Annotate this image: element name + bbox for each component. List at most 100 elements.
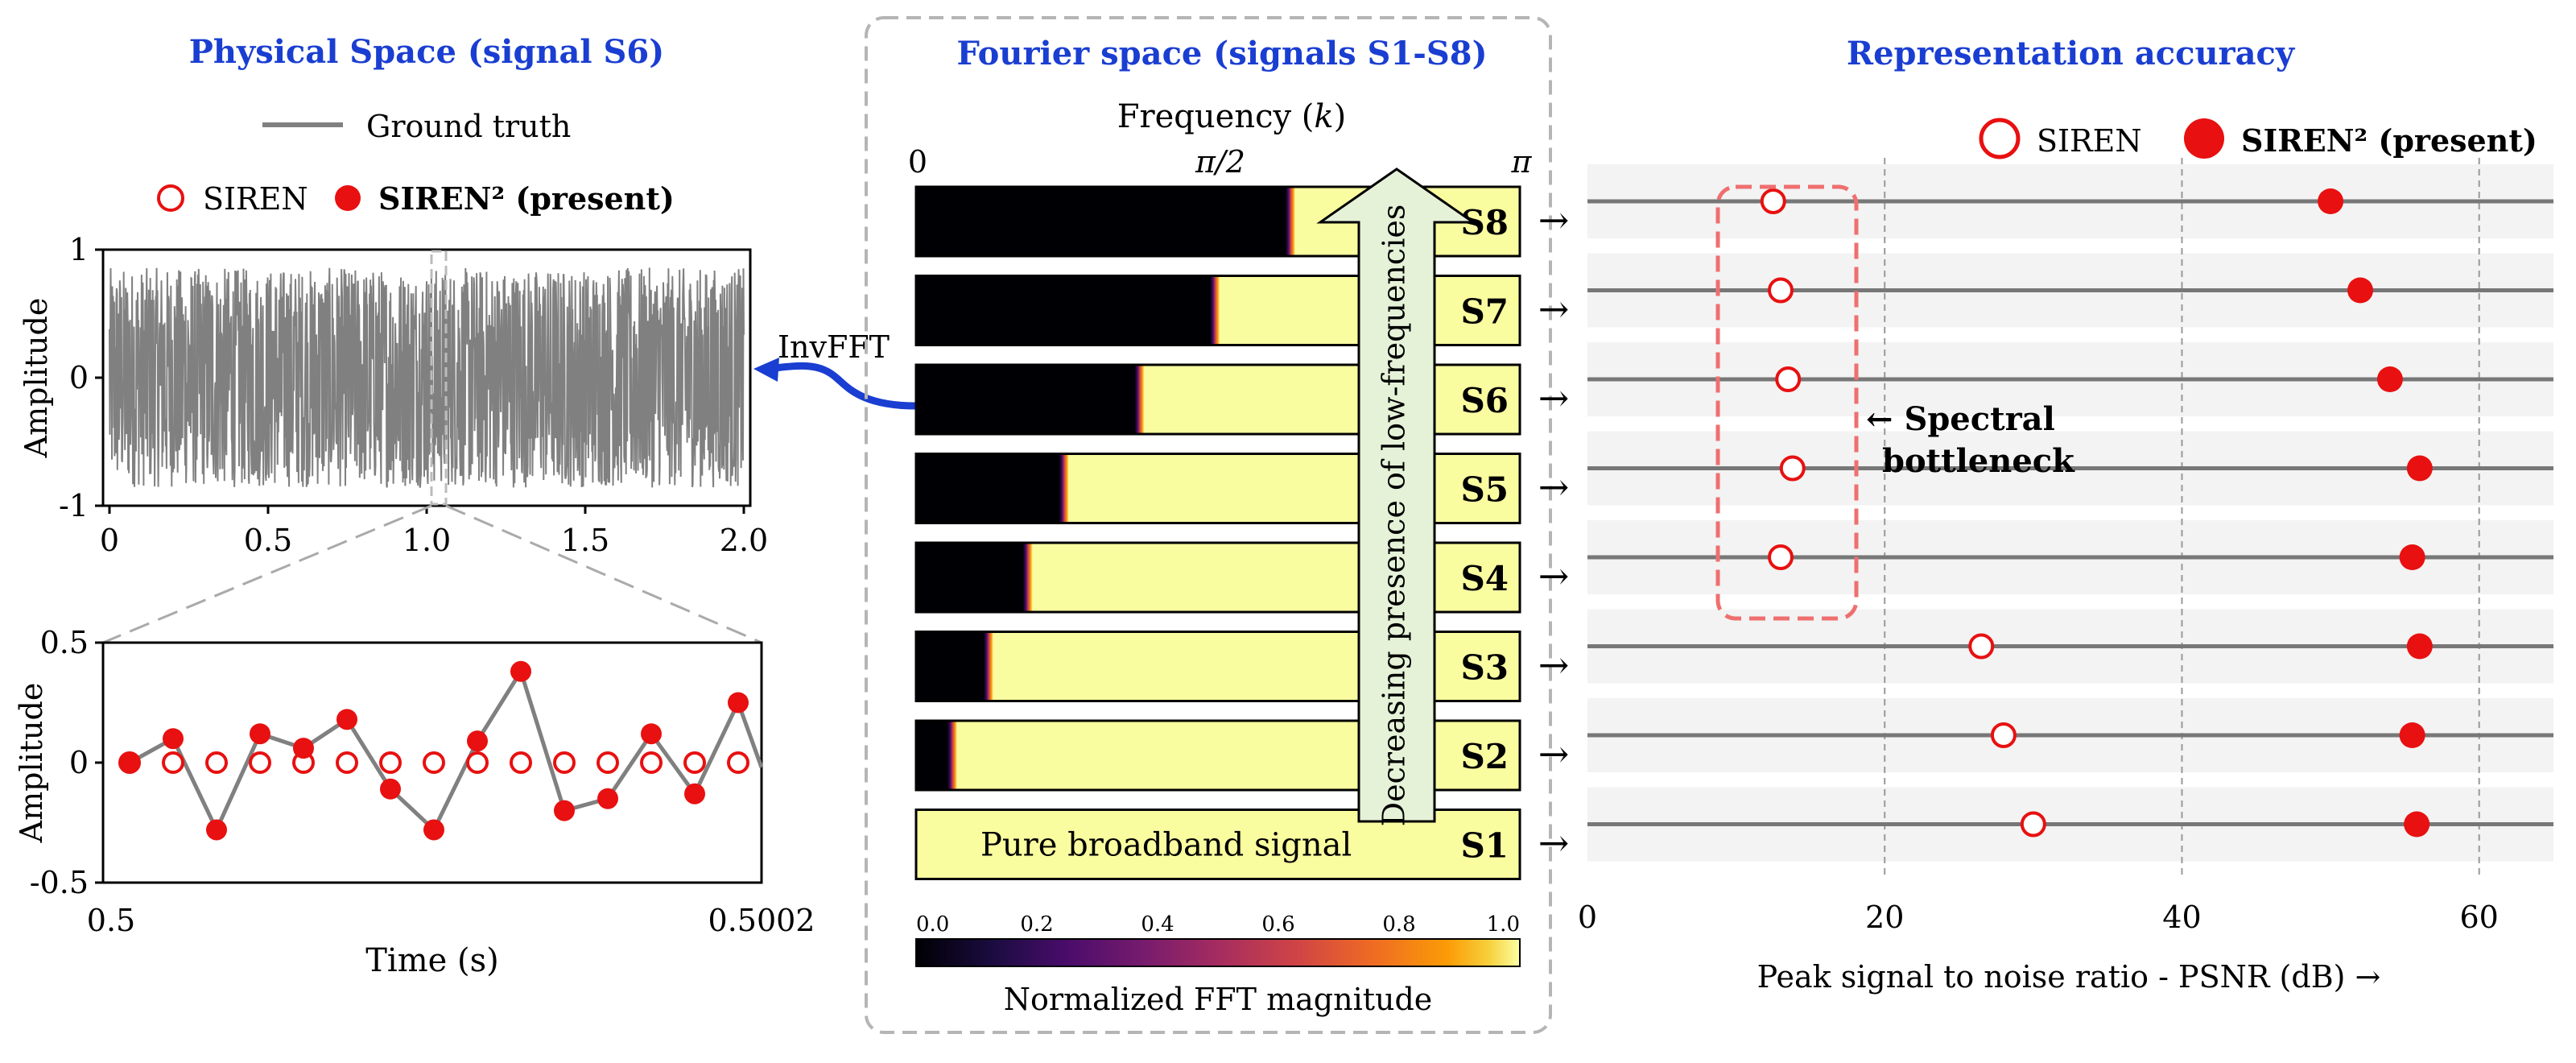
- spectrum-transition-edge: [1210, 275, 1220, 345]
- freq-tick-pi: π: [1511, 144, 1533, 180]
- siren-point: [162, 751, 184, 774]
- signal-zoom-ylabel: Amplitude: [14, 683, 49, 844]
- row-link-arrow: →: [1538, 287, 1570, 331]
- spectrum-row-label: S7: [1460, 292, 1509, 332]
- siren-psnr-point: [1968, 633, 1995, 660]
- spectrum-transition-edge: [1134, 365, 1145, 434]
- spectrum-transition-edge: [1022, 543, 1033, 612]
- spectrum-row-label: S4: [1460, 559, 1509, 598]
- zoom-connector-right: [445, 504, 762, 644]
- low-frequency-arrow-text: Decreasing presence of low-frequencies: [1377, 205, 1412, 827]
- row-link-arrow: →: [1538, 732, 1570, 776]
- freq-tick-0: 0: [908, 144, 927, 180]
- colorbar-label: Normalized FFT magnitude: [1004, 982, 1433, 1017]
- legend-siren2-label: SIREN² (present): [378, 180, 675, 217]
- frequency-axis-label: Frequency (k): [1117, 98, 1347, 135]
- x-tick-label: 0: [100, 523, 119, 558]
- siren2-point: [250, 723, 270, 745]
- fourier-panel-border: [865, 16, 1552, 1034]
- psnr-x-tick-label: 20: [1865, 900, 1904, 935]
- spectrum-row-s2: S2→: [914, 719, 1570, 792]
- y-tick-label: 0.5: [40, 625, 89, 660]
- siren2-point: [510, 660, 531, 682]
- x-tick-label: 0.5: [87, 903, 135, 938]
- siren2-point: [163, 728, 184, 750]
- low-frequency-arrow-shape: [1316, 168, 1477, 823]
- spectrum-low-region: [916, 721, 952, 790]
- spectrum-row-frame: [914, 631, 1521, 702]
- x-tick-label: 0.5002: [708, 903, 815, 938]
- spectrum-low-region: [916, 275, 1216, 345]
- legend-siren-label: SIREN: [203, 181, 308, 217]
- x-tick-label: 1.0: [402, 523, 451, 558]
- siren-point: [510, 751, 532, 774]
- signal-zoom-xlabel: Time (s): [365, 942, 499, 979]
- spectrum-row-s6: S6→: [914, 363, 1570, 436]
- psnr-x-tick-label: 40: [2162, 900, 2201, 935]
- siren-point: [640, 751, 663, 774]
- spectra-bars: S8→S7→S6→S5→S4→S3→S2→S1→Pure broadband s…: [914, 185, 1570, 880]
- spectrum-row-frame: [914, 453, 1521, 524]
- accuracy-legend-siren2-label: SIREN² (present): [2241, 122, 2537, 159]
- siren-psnr-point: [1760, 188, 1786, 214]
- siren2-point: [423, 819, 444, 841]
- spectral-bottleneck-label-2: bottleneck: [1882, 442, 2075, 480]
- colorbar-tick-label: 0.0: [916, 912, 949, 937]
- siren-point: [423, 751, 445, 774]
- row-link-arrow: →: [1538, 198, 1570, 242]
- siren2-point: [293, 738, 314, 759]
- psnr-x-tick-label: 60: [2460, 900, 2499, 935]
- physical-title: Physical Space (signal S6): [189, 33, 664, 71]
- colorbar-tick-label: 0.2: [1020, 912, 1053, 937]
- siren-point: [379, 751, 402, 774]
- spectrum-row-frame: [914, 185, 1521, 258]
- signal-full-ylabel: Amplitude: [19, 298, 54, 459]
- siren-psnr-point: [1775, 366, 1802, 392]
- spectrum-low-region: [916, 631, 989, 701]
- siren2-point: [684, 783, 705, 804]
- siren2-psnr-point: [2376, 366, 2403, 392]
- y-tick-label: -1: [59, 488, 89, 523]
- zoom-window: [430, 250, 448, 506]
- siren2-point: [467, 730, 488, 752]
- fourier-title: Fourier space (signals S1-S8): [956, 35, 1487, 72]
- siren-psnr-point: [1990, 722, 2017, 748]
- siren2-psnr-point: [2404, 811, 2430, 838]
- y-tick-label: -0.5: [30, 865, 89, 900]
- y-tick-label: 0: [69, 745, 89, 780]
- spectrum-row-label: S1: [1460, 826, 1509, 866]
- spectrum-transition-edge: [1286, 187, 1295, 256]
- spectrum-transition-edge: [984, 631, 993, 701]
- zoom-ground-truth-line: [128, 666, 764, 835]
- spectrum-row-label: S5: [1460, 470, 1509, 510]
- siren2-psnr-point: [2399, 722, 2425, 748]
- legend-siren2-marker: [335, 185, 361, 211]
- physical-panel: Physical Space (signal S6) Ground truth …: [14, 33, 815, 979]
- spectrum-row-frame: [914, 719, 1521, 792]
- siren-point: [683, 751, 706, 774]
- accuracy-legend-siren-label: SIREN: [2037, 123, 2142, 159]
- invfft-arrow: InvFFT: [753, 329, 917, 410]
- accuracy-legend-siren2-marker: [2184, 118, 2224, 159]
- x-tick-label: 2.0: [720, 523, 768, 558]
- spectrum-row-label: S3: [1460, 648, 1509, 688]
- legend-ground-truth-label: Ground truth: [366, 109, 571, 144]
- spectral-bottleneck-box: [1715, 184, 1859, 621]
- ground-truth-trace: [109, 267, 745, 488]
- spectrum-row-s1: S1→Pure broadband signal: [914, 809, 1569, 880]
- siren2-point: [728, 692, 749, 713]
- spectrum-row-s7: S7 →: [914, 275, 1570, 346]
- accuracy-legend-siren-marker: [1979, 118, 2021, 159]
- low-frequency-arrow: Decreasing presence of low-frequencies: [1316, 168, 1477, 827]
- spectrum-low-region: [916, 187, 1290, 256]
- siren-point: [249, 751, 271, 774]
- siren-psnr-point: [2020, 811, 2046, 838]
- freq-tick-halfpi: π/2: [1195, 144, 1245, 180]
- accuracy-title: Representation accuracy: [1847, 35, 2296, 72]
- row-link-arrow: →: [1538, 376, 1570, 420]
- siren-psnr-point: [1779, 455, 1806, 482]
